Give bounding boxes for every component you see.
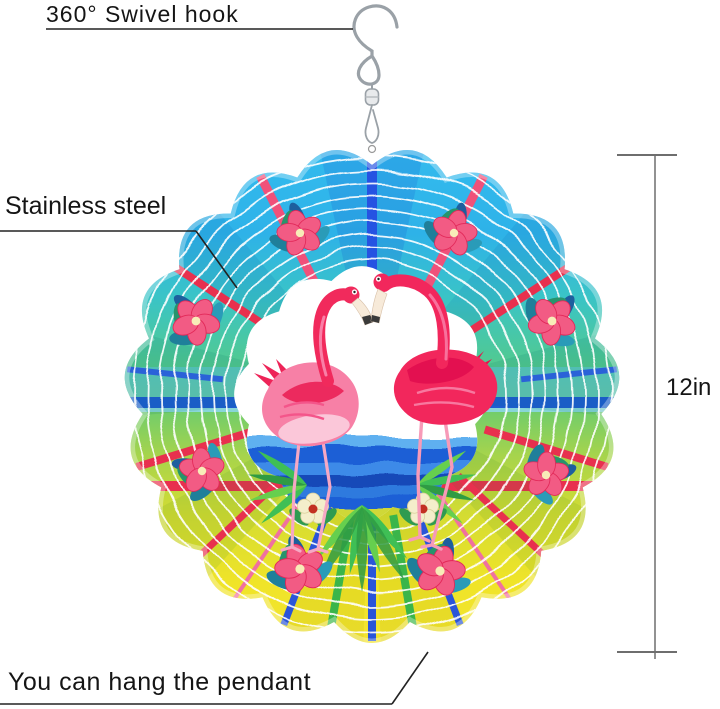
flamingo-left	[254, 286, 374, 554]
flamingo-right-legs	[408, 411, 454, 551]
flamingo-right-head	[373, 273, 391, 291]
flamingo-left-wing	[282, 381, 344, 404]
palm-frond	[317, 505, 362, 559]
palm-frond	[417, 474, 477, 486]
palm-frond	[362, 505, 407, 559]
label-stainless-steel: Stainless steel	[5, 192, 167, 220]
ripple-rings	[133, 156, 611, 634]
ripple-clip	[133, 156, 611, 634]
label-swivel-hook: 360° Swivel hook	[46, 1, 239, 27]
radial-spoke	[520, 366, 618, 383]
palm-frond	[417, 485, 463, 524]
swivel-hook-assembly	[352, 4, 399, 154]
grommet	[367, 144, 377, 154]
hibiscus-flower	[169, 294, 224, 346]
stainless-leader-line	[195, 230, 238, 289]
flamingo-left-beak-tip	[362, 315, 373, 325]
palm-leaves	[247, 450, 477, 592]
flamingo-right-pupil	[377, 277, 380, 281]
flamingo-left-feathers	[279, 401, 325, 421]
water-stripe	[234, 448, 490, 463]
ripple-ring	[198, 221, 546, 569]
flamingo-left-pupil	[353, 290, 356, 294]
radial-spoke	[126, 366, 224, 383]
label-hang-pendant: You can hang the pendant	[8, 668, 312, 696]
hibiscus-flower	[171, 442, 225, 502]
ripple-ring	[146, 169, 598, 621]
hibiscus-flower	[423, 202, 483, 256]
palm-frond	[261, 485, 307, 524]
hibiscus-center	[295, 228, 305, 238]
hibiscus-center	[435, 566, 445, 576]
flamingo-left-legs	[280, 431, 332, 554]
palm-frond	[249, 484, 307, 501]
measurement-lines	[617, 154, 677, 659]
palm-frond	[362, 507, 405, 581]
hibiscus-flower	[523, 444, 577, 505]
tropical-flowers	[169, 202, 577, 596]
hibiscus-center	[449, 228, 459, 238]
hibiscus-center	[197, 466, 207, 476]
flamingo-right-wing	[407, 357, 474, 384]
hibiscus-center	[295, 564, 305, 574]
flamingo-pair	[254, 273, 498, 554]
clip-wire	[364, 104, 380, 144]
flamingo-right-neck	[378, 274, 450, 369]
hibiscus-center	[547, 316, 557, 326]
palm-frond	[247, 474, 307, 486]
hibiscus-flower	[525, 295, 576, 347]
s-hook-icon	[352, 4, 399, 86]
water-stripe	[234, 437, 490, 448]
hang-leader-line	[391, 651, 429, 705]
hibiscus-flower	[407, 537, 471, 596]
flamingo-right-neck-highlight	[428, 293, 448, 361]
ripple-ring	[172, 195, 572, 595]
label-size-12in: 12in	[666, 374, 712, 401]
hibiscus-flower	[266, 535, 333, 594]
palm-frond	[356, 507, 368, 592]
flamingo-left-belly	[278, 414, 350, 444]
flamingo-left-neck-highlight	[318, 315, 328, 377]
cream-center	[308, 504, 318, 514]
wind-spinner	[124, 149, 620, 644]
ripple-ring	[211, 234, 533, 556]
hibiscus-flower	[269, 202, 330, 256]
rim-highlight	[124, 149, 620, 644]
palm-frond	[417, 450, 467, 485]
flamingo-right-beak-tip	[371, 315, 380, 323]
flamingo-right-feathers	[413, 386, 476, 409]
ripple-ring	[159, 182, 585, 608]
hibiscus-center	[541, 470, 551, 480]
annotation-lines	[0, 28, 677, 705]
ripple-ring	[185, 208, 559, 582]
water-stripe	[234, 487, 490, 497]
hibiscus-center	[191, 316, 201, 326]
flamingo-right	[370, 273, 498, 551]
